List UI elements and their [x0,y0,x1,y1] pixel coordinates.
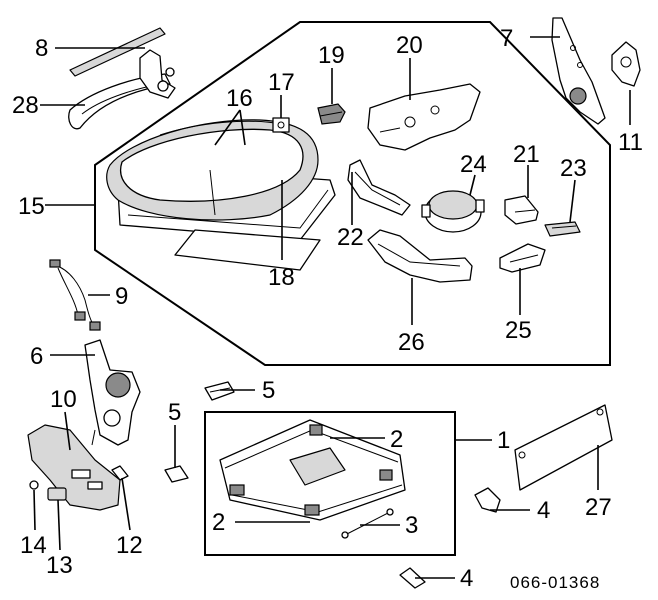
callout-20: 20 [396,32,423,59]
harness-plug-part [544,221,581,237]
wiring-harness-part [49,259,101,331]
handle-bracket-part [68,49,176,130]
cushion-group-frame [94,21,611,366]
callout-5-lower: 5 [168,399,181,426]
recliner-mechanism-part [84,339,141,446]
lever-cap-part [47,487,67,501]
callout-6: 6 [30,343,43,370]
callout-14: 14 [20,532,47,559]
seat-cushion-part [106,119,336,271]
callout-23: 23 [560,155,587,182]
tray-part [367,229,473,283]
callout-18: 18 [268,264,295,291]
callout-7: 7 [500,25,513,52]
callout-15: 15 [18,193,45,220]
duct-part [347,159,411,216]
callout-labels: 8 28 7 11 15 16 17 18 19 20 21 23 24 22 … [12,25,643,592]
callout-21: 21 [513,141,540,168]
callout-4-bottom: 4 [460,565,473,592]
side-panel-part [514,404,613,491]
callout-10: 10 [50,386,77,413]
upper-bracket-part [204,381,235,401]
callout-13: 13 [46,552,73,579]
seat-adjuster-assembly-part [219,419,406,539]
leader-lines [33,36,631,579]
callout-28: 28 [12,92,39,119]
callout-27: 27 [585,494,612,521]
callout-25: 25 [505,317,532,344]
mounting-plate-part [367,83,481,151]
callout-2-upper: 2 [390,426,403,453]
callout-11: 11 [618,129,643,156]
cushion-clip-part [272,117,290,133]
connector-part [317,103,346,125]
callout-5-upper: 5 [262,377,275,404]
callout-12: 12 [116,532,143,559]
callout-26: 26 [398,329,425,356]
callout-22: 22 [337,224,364,251]
trim-strip-part [69,27,166,77]
clip-part [474,487,501,513]
callout-4-right: 4 [537,497,550,524]
callout-9: 9 [115,283,128,310]
reference-code: 066-01368 [510,573,600,592]
harness-connector-part [504,195,539,225]
callout-2-lower: 2 [212,509,225,536]
adjuster-group-frame [204,411,456,556]
callout-3: 3 [405,512,418,539]
fan-housing-part [421,190,485,233]
callout-16: 16 [226,85,253,112]
hinge-cover-part [611,41,641,87]
callout-8: 8 [35,35,48,62]
lower-bracket-part [164,465,189,483]
screw-cap-part [29,480,39,490]
control-module-part [499,243,546,273]
bottom-clip-part [399,567,426,589]
adjuster-knob-part [111,465,129,481]
side-shield-part [27,424,121,511]
callout-24: 24 [460,151,487,178]
callout-17: 17 [268,69,295,96]
recliner-plate-part [551,17,606,125]
callout-19: 19 [318,42,345,69]
callout-1: 1 [497,427,510,454]
